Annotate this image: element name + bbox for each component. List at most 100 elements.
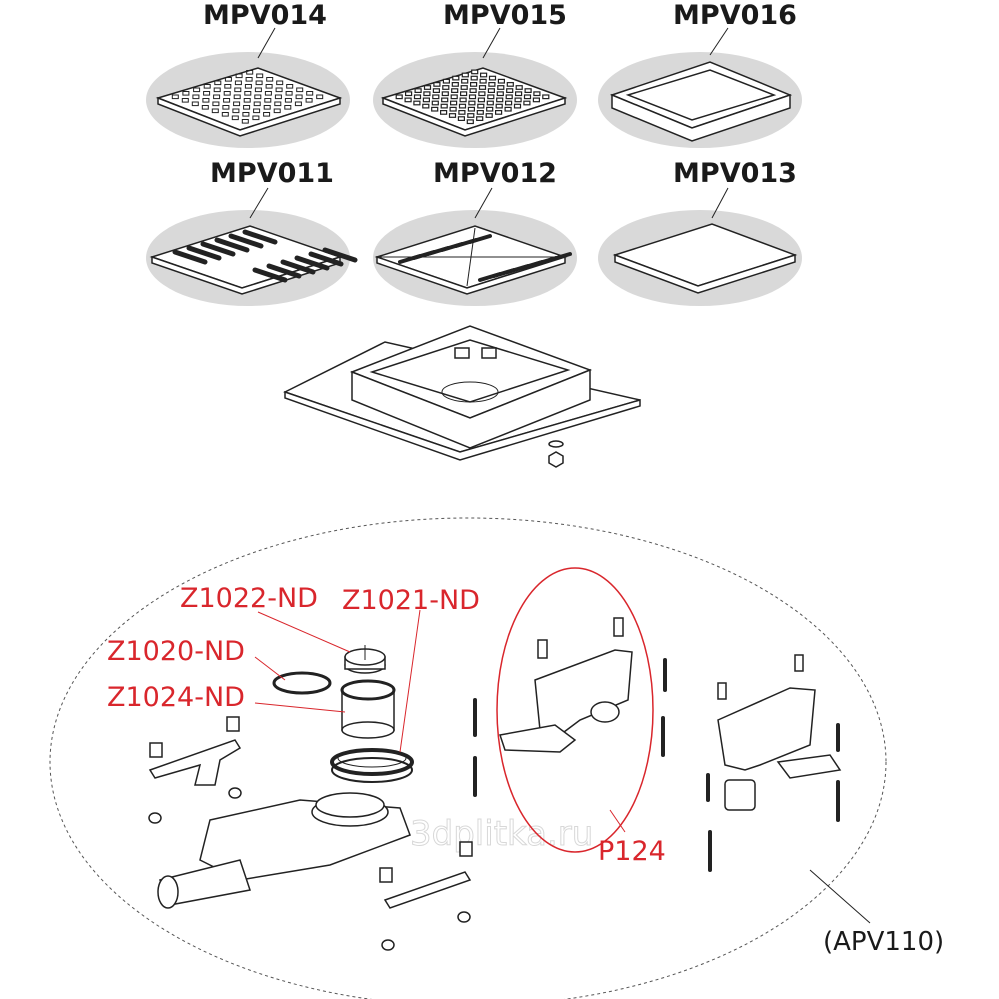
grate-mpv015[interactable]	[380, 27, 568, 137]
grate-hole	[506, 81, 514, 87]
screws-and-anchors	[473, 658, 840, 872]
grate-hole	[212, 101, 220, 107]
grate-hole	[243, 98, 251, 103]
grate-hole	[458, 103, 467, 109]
grate-slot	[468, 234, 492, 244]
grate-hole	[441, 97, 449, 103]
grate-mpv011[interactable]	[149, 187, 358, 295]
grate-hole	[459, 97, 467, 103]
grate-hole	[273, 108, 281, 114]
part-z1022-strainer[interactable]	[344, 645, 386, 674]
grate-hole	[448, 113, 457, 118]
grate-hole	[234, 80, 242, 86]
grate-hole	[487, 94, 495, 100]
grate-hole	[422, 97, 430, 103]
grate-hole	[223, 91, 231, 96]
grate-hole	[395, 94, 403, 100]
grate-hole	[468, 100, 476, 106]
grate-hole	[505, 100, 513, 106]
grate-hole	[203, 84, 211, 89]
grate-hole	[276, 80, 284, 86]
grate-hole	[224, 84, 232, 89]
grate-hole	[542, 94, 550, 100]
grate-hole	[497, 78, 505, 84]
grate-hole	[480, 72, 488, 78]
part-brackets	[148, 716, 473, 951]
grate-hole	[460, 91, 468, 97]
grate-slot	[252, 267, 288, 283]
grate-hole	[254, 94, 262, 100]
grate-hole	[470, 75, 478, 81]
grate-hole	[296, 87, 304, 93]
label-mpv016: MPV016	[673, 0, 797, 31]
grate-hole	[243, 105, 251, 110]
grate-hole	[422, 103, 430, 109]
grate-hole	[467, 113, 475, 118]
grate-hole	[442, 85, 450, 90]
grate-mpv013[interactable]	[612, 187, 798, 294]
grate-hole	[497, 85, 505, 90]
grate-hole	[284, 105, 292, 110]
grate-hole	[405, 91, 413, 97]
part-z1020-seal-ring[interactable]	[272, 671, 332, 695]
label-mpv014: MPV014	[203, 0, 327, 31]
grate-hole	[432, 88, 440, 94]
grate-hole	[495, 103, 503, 109]
grate-mpv016[interactable]	[609, 27, 793, 142]
grate-hole	[274, 94, 282, 100]
grate-slot	[548, 252, 572, 262]
grate-hole	[223, 98, 231, 103]
grate-hole	[513, 103, 522, 109]
grate-hole	[506, 88, 514, 94]
grate-hole	[466, 119, 474, 125]
part-z1021-thread-ring[interactable]	[330, 748, 414, 783]
label-p124: P124	[598, 836, 666, 867]
grate-hole	[171, 94, 179, 100]
grate-hole	[264, 98, 272, 103]
grate-slot	[200, 241, 236, 257]
grate-hole	[440, 103, 448, 109]
grate-mpv012[interactable]	[374, 187, 572, 295]
grate-hole	[471, 69, 479, 75]
grate-hole	[460, 85, 468, 90]
grate-hole	[244, 84, 252, 89]
label-mpv012: MPV012	[433, 158, 557, 189]
grate-slot	[172, 249, 208, 265]
grate-hole	[423, 91, 431, 97]
grate-hole	[201, 105, 209, 110]
apv110-leader	[809, 869, 871, 924]
grate-hole	[202, 98, 210, 103]
grate-hole	[231, 115, 239, 121]
grate-hole	[440, 109, 448, 115]
grate-hole	[514, 91, 523, 97]
grate-mpv014[interactable]	[155, 27, 343, 137]
grate-hole	[234, 87, 242, 93]
grate-hole	[461, 72, 469, 78]
grate-hole	[253, 101, 261, 107]
grate-hole	[246, 70, 254, 75]
grate-hole	[496, 91, 504, 97]
grate-hole	[242, 112, 250, 117]
grate-hole	[461, 78, 469, 84]
part-apv110-support	[717, 654, 842, 811]
part-z1024-sleeve[interactable]	[340, 679, 396, 739]
grate-hole	[253, 108, 261, 114]
grate-hole	[432, 94, 440, 100]
grate-hole	[479, 78, 487, 84]
grate-hole	[306, 91, 314, 96]
label-z1021: Z1021-ND	[342, 585, 480, 616]
grate-hole	[496, 97, 504, 103]
grate-hole	[431, 106, 439, 112]
grate-hole	[275, 87, 283, 93]
grate-hole	[476, 116, 484, 122]
grate-hole	[241, 119, 249, 124]
label-z1022: Z1022-ND	[180, 583, 318, 614]
grate-hole	[478, 91, 486, 97]
grate-hole	[232, 108, 240, 114]
grate-slot	[308, 251, 344, 267]
grate-hole	[450, 94, 458, 100]
label-z1020: Z1020-ND	[107, 636, 245, 667]
grate-hole	[263, 105, 271, 110]
part-p124-support[interactable]	[499, 617, 633, 753]
